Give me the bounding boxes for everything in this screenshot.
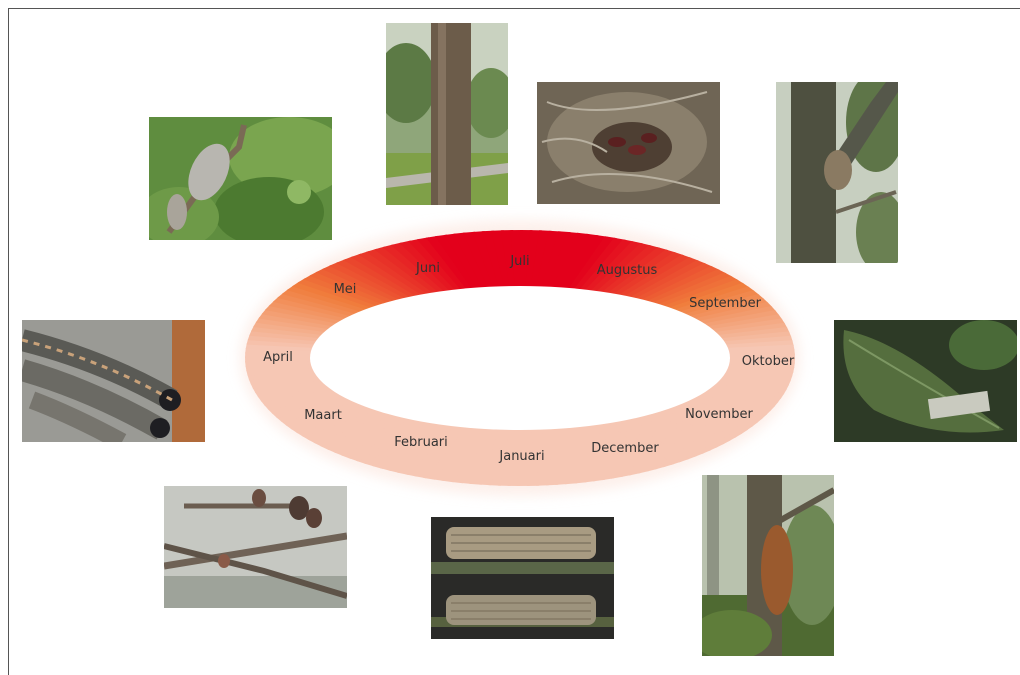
month-label-jul: Juli bbox=[509, 254, 529, 269]
month-label-jan: Januari bbox=[498, 449, 544, 464]
month-label-feb: Februari bbox=[394, 435, 448, 450]
month-label-jun: Juni bbox=[415, 261, 440, 276]
month-label-sep: September bbox=[689, 296, 762, 311]
month-label-apr: April bbox=[263, 350, 293, 365]
photo-pupae-nest bbox=[537, 82, 720, 204]
month-label-dec: December bbox=[591, 441, 659, 456]
photo-egg-plaques bbox=[431, 517, 614, 639]
month-label-mar: Maart bbox=[304, 408, 342, 423]
month-label-may: Mei bbox=[334, 282, 357, 297]
month-labels: Januari Februari Maart April Mei Juni Ju… bbox=[263, 254, 795, 464]
month-label-nov: November bbox=[685, 407, 753, 422]
month-label-oct: Oktober bbox=[742, 354, 795, 369]
month-label-aug: Augustus bbox=[597, 263, 658, 278]
photo-forest-trunk-nest bbox=[702, 475, 834, 656]
photo-oak-trunk-roadside bbox=[386, 23, 508, 205]
frame-border-top bbox=[8, 8, 1020, 9]
photo-nest-on-trunk bbox=[776, 82, 898, 263]
photo-moth-on-oak bbox=[149, 117, 332, 240]
photo-oak-leaf bbox=[834, 320, 1017, 442]
ring-hole bbox=[310, 286, 730, 430]
photo-twig-buds bbox=[164, 486, 347, 608]
photo-caterpillars bbox=[22, 320, 205, 442]
frame-border-left bbox=[8, 8, 9, 675]
